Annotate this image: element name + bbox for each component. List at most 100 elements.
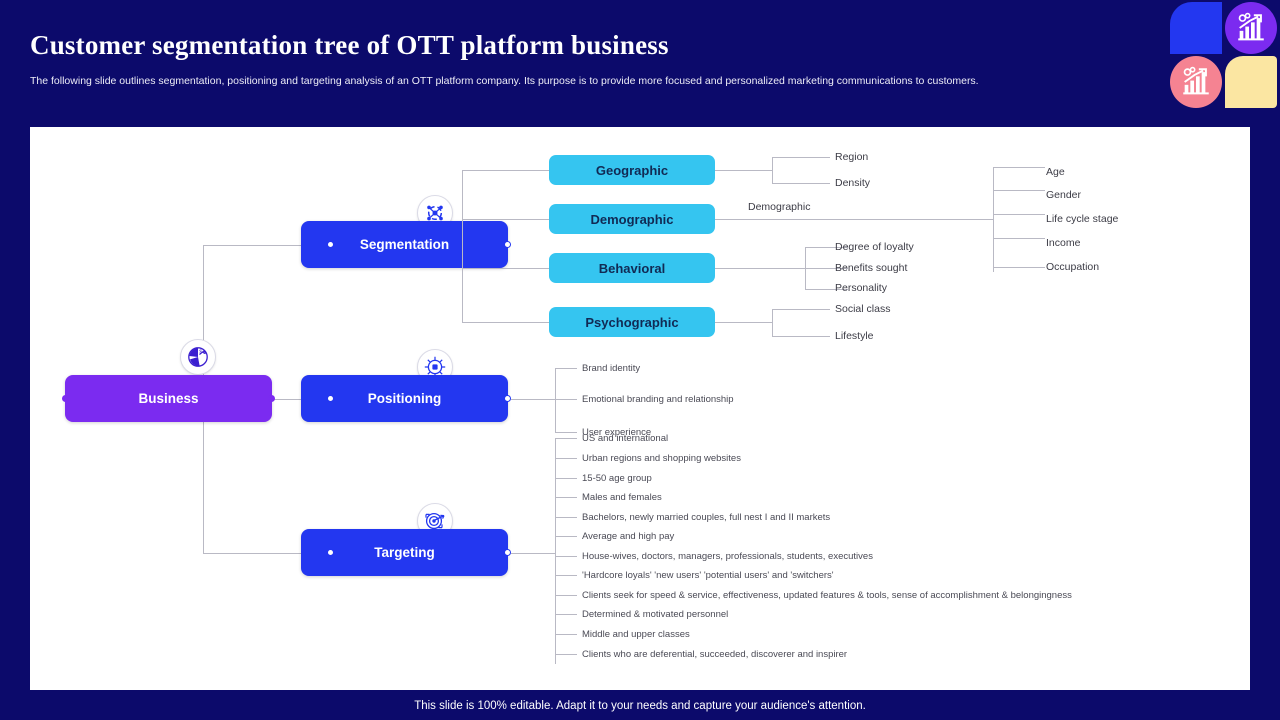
geographic-leaf-line-0 bbox=[772, 157, 830, 158]
targeting-right-connector-dot bbox=[504, 549, 511, 556]
node-demographic[interactable]: Demographic bbox=[549, 204, 715, 234]
demographic-leaf-line-2 bbox=[993, 214, 1045, 215]
demographic-leaf-line-0 bbox=[993, 167, 1045, 168]
psychographic-trunk-line bbox=[772, 309, 773, 336]
targeting-leaf-line-3 bbox=[555, 497, 577, 498]
leaf-target-5: Average and high pay bbox=[582, 531, 675, 542]
diagram-canvas: $ Business Segmentation Geographic Demog… bbox=[30, 127, 1250, 690]
node-segmentation-label: Segmentation bbox=[359, 237, 450, 252]
decor-tile-yellow bbox=[1225, 56, 1277, 108]
psychographic-leaf-line-1 bbox=[772, 336, 830, 337]
decor-tile-pink bbox=[1170, 56, 1222, 108]
node-behavioral[interactable]: Behavioral bbox=[549, 253, 715, 283]
page-subtitle: The following slide outlines segmentatio… bbox=[30, 75, 979, 87]
segmentation-trunk-line bbox=[462, 170, 463, 322]
segmentation-left-connector-dot bbox=[327, 241, 334, 248]
svg-text:$: $ bbox=[199, 349, 202, 355]
targeting-leaf-line-4 bbox=[555, 517, 577, 518]
leaf-brand-identity: Brand identity bbox=[582, 363, 641, 374]
behavioral-leaf-line-2 bbox=[805, 289, 848, 290]
leaf-personality: Personality bbox=[835, 282, 887, 294]
targeting-leaf-line-2 bbox=[555, 478, 577, 479]
leaf-target-4: Bachelors, newly married couples, full n… bbox=[582, 512, 831, 523]
demographic-leaf-line-4 bbox=[993, 267, 1045, 268]
leaf-income: Income bbox=[1046, 237, 1081, 249]
geographic-stem-line bbox=[715, 170, 772, 171]
demographic-leaf-line-1 bbox=[993, 190, 1045, 191]
leaf-social-class: Social class bbox=[835, 303, 891, 315]
node-demographic-label: Demographic bbox=[590, 211, 674, 227]
targeting-leaf-line-0 bbox=[555, 438, 577, 439]
leaf-user-experience: User experience bbox=[582, 427, 652, 438]
leaf-degree-of-loyalty: Degree of loyalty bbox=[835, 241, 914, 253]
node-geographic-label: Geographic bbox=[595, 162, 669, 178]
seg-to-demographic-line bbox=[462, 219, 549, 220]
leaf-target-10: Middle and upper classes bbox=[582, 629, 690, 640]
node-positioning[interactable]: Positioning bbox=[301, 375, 508, 422]
node-segmentation[interactable]: Segmentation bbox=[301, 221, 508, 268]
segmentation-right-connector-dot bbox=[504, 241, 511, 248]
leaf-life-cycle-stage: Life cycle stage bbox=[1046, 213, 1119, 225]
behavioral-stem-line bbox=[715, 268, 805, 269]
positioning-trunk-line bbox=[555, 368, 556, 432]
leaf-age: Age bbox=[1046, 166, 1065, 178]
node-targeting[interactable]: Targeting bbox=[301, 529, 508, 576]
node-psychographic[interactable]: Psychographic bbox=[549, 307, 715, 337]
targeting-leaf-line-5 bbox=[555, 536, 577, 537]
target-bullseye-icon bbox=[425, 512, 445, 530]
growth-chart-icon bbox=[1183, 66, 1209, 95]
geographic-leaf-line-1 bbox=[772, 183, 830, 184]
targeting-trunk-line bbox=[555, 438, 556, 664]
leaf-emotional-branding: Emotional branding and relationship bbox=[582, 394, 734, 405]
leaf-region: Region bbox=[835, 151, 869, 163]
positioning-leaf-line-1 bbox=[555, 399, 577, 400]
leaf-target-8: Clients seek for speed & service, effect… bbox=[582, 590, 1072, 601]
positioning-stem-line bbox=[511, 399, 555, 400]
psychographic-leaf-line-0 bbox=[772, 309, 830, 310]
leaf-target-3: Males and females bbox=[582, 492, 662, 503]
root-to-segmentation-line bbox=[203, 245, 331, 246]
positioning-left-connector-dot bbox=[327, 395, 334, 402]
growth-chart-icon bbox=[1238, 12, 1264, 41]
seg-to-geographic-line bbox=[462, 170, 549, 171]
leaf-occupation: Occupation bbox=[1046, 261, 1100, 273]
leaf-target-6: House-wives, doctors, managers, professi… bbox=[582, 551, 873, 562]
leaf-target-2: 15-50 age group bbox=[582, 473, 652, 484]
targeting-leaf-line-11 bbox=[555, 654, 577, 655]
targeting-leaf-line-1 bbox=[555, 458, 577, 459]
leaf-target-1: Urban regions and shopping websites bbox=[582, 453, 741, 464]
demographic-leaf-line-3 bbox=[993, 238, 1045, 239]
seg-to-behavioral-line bbox=[462, 268, 549, 269]
geographic-trunk-line bbox=[772, 157, 773, 183]
business-icon-badge: $ bbox=[180, 339, 216, 375]
targeting-leaf-line-9 bbox=[555, 614, 577, 615]
positioning-leaf-line-0 bbox=[555, 368, 577, 369]
leaf-target-11: Clients who are deferential, succeeded, … bbox=[582, 649, 848, 660]
pie-chart-growth-icon: $ bbox=[188, 347, 208, 367]
seg-to-psychographic-line bbox=[462, 322, 549, 323]
decor-tile-purple bbox=[1225, 2, 1277, 54]
targeting-leaf-line-10 bbox=[555, 634, 577, 635]
leaf-target-9: Determined & motivated personnel bbox=[582, 609, 729, 620]
demographic-trunk-line bbox=[993, 167, 994, 272]
leaf-gender: Gender bbox=[1046, 189, 1082, 201]
decor-tile-blue bbox=[1170, 2, 1222, 54]
page-title: Customer segmentation tree of OTT platfo… bbox=[30, 30, 669, 60]
positioning-right-connector-dot bbox=[504, 395, 511, 402]
business-left-connector-dot bbox=[62, 395, 69, 402]
footer-note: This slide is 100% editable. Adapt it to… bbox=[414, 700, 866, 712]
decorative-tiles bbox=[1170, 0, 1280, 110]
demographic-group-label: Demographic bbox=[748, 201, 811, 213]
targeting-left-connector-dot bbox=[327, 549, 334, 556]
positioning-leaf-line-2 bbox=[555, 432, 577, 433]
leaf-density: Density bbox=[835, 177, 871, 189]
leaf-target-0: US and international bbox=[582, 433, 669, 444]
psychographic-stem-line bbox=[715, 322, 772, 323]
node-business-label: Business bbox=[138, 391, 199, 406]
node-geographic[interactable]: Geographic bbox=[549, 155, 715, 185]
leaf-lifestyle: Lifestyle bbox=[835, 330, 874, 342]
business-right-connector-dot bbox=[268, 395, 275, 402]
demographic-stem-line bbox=[715, 219, 993, 220]
node-business[interactable]: Business bbox=[65, 375, 272, 422]
targeting-leaf-line-8 bbox=[555, 595, 577, 596]
